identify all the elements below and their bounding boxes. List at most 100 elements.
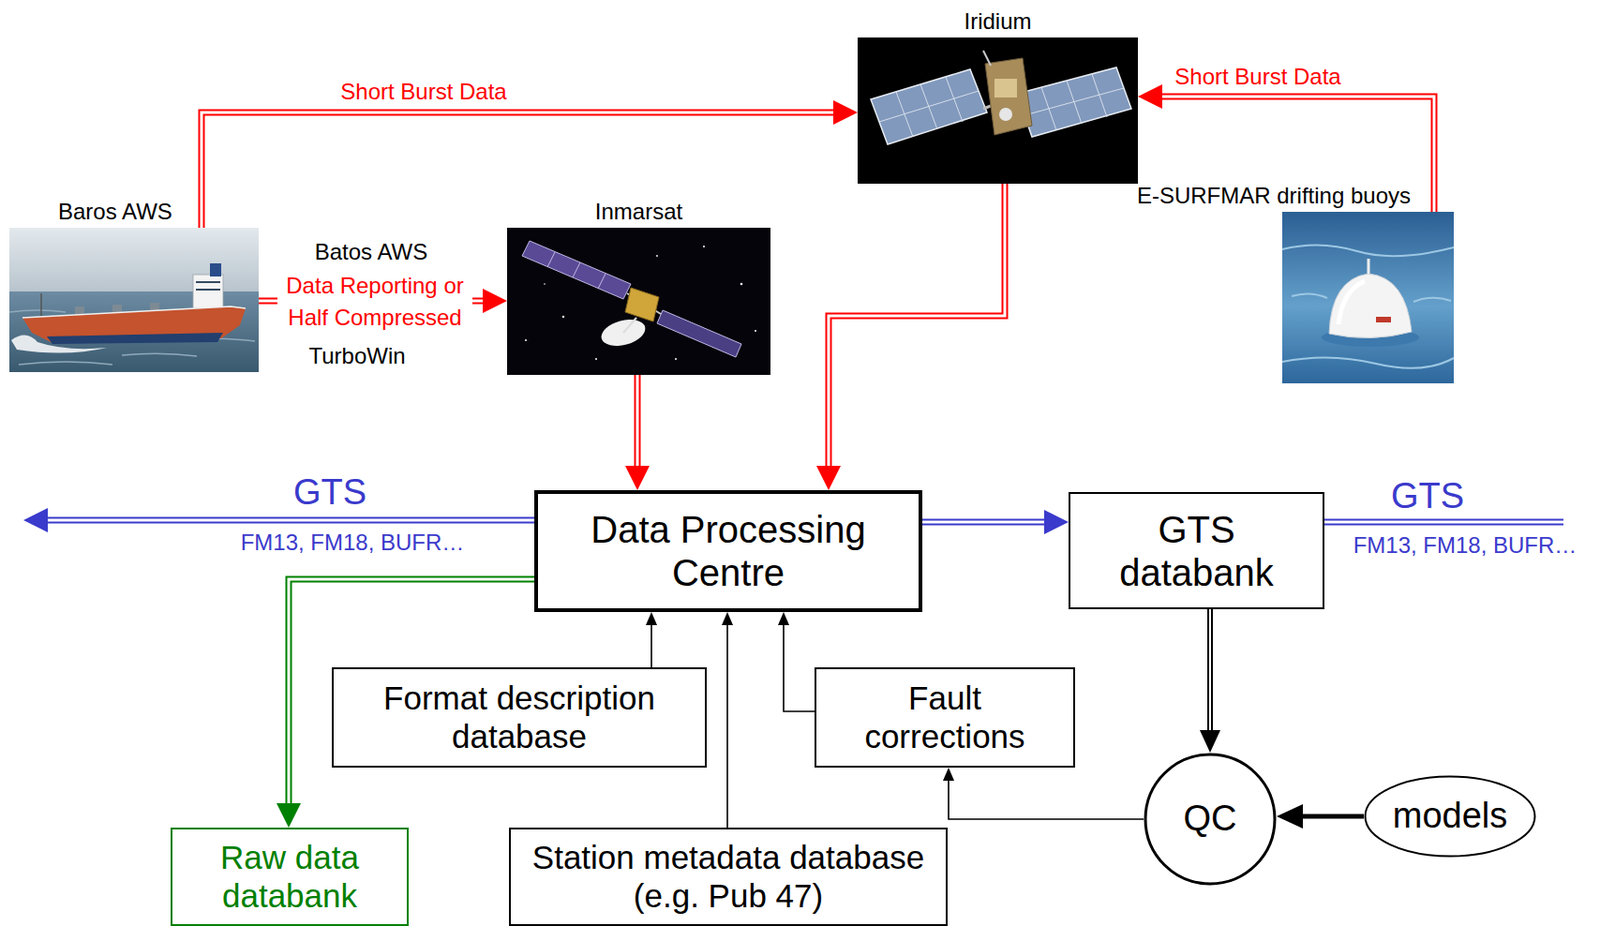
connector — [942, 767, 1144, 820]
bow-wake — [11, 334, 107, 353]
connector-gap — [1209, 609, 1212, 734]
arrowhead — [942, 767, 955, 781]
connector — [721, 612, 733, 828]
photo-caption: Baros AWS — [58, 195, 173, 228]
star — [524, 339, 527, 342]
database-box: Raw data databank — [170, 827, 409, 926]
water — [1282, 211, 1454, 384]
panel-grid — [879, 76, 979, 137]
satellite-body — [985, 58, 1032, 135]
arrowhead — [833, 100, 858, 125]
drifting-buoy-photo — [1282, 211, 1454, 384]
hull-stripe — [46, 332, 224, 344]
arrowhead — [482, 288, 508, 314]
photo-caption: Inmarsat — [507, 195, 771, 228]
photo-caption: E-SURFMAR drifting buoys — [1136, 179, 1411, 212]
waves — [1282, 244, 1454, 368]
box-label: Data Processing Centre — [547, 508, 910, 595]
funnel — [209, 263, 222, 277]
arrowhead — [23, 508, 48, 533]
edge-label: Short Burst Data — [1172, 63, 1343, 91]
box-label: GTS databank — [1079, 508, 1314, 595]
connector — [645, 612, 658, 668]
space-background — [857, 37, 1138, 184]
format-list: FM13, FM18, BUFR… — [1353, 532, 1578, 560]
photo-frame — [857, 37, 1138, 184]
solar-panel — [657, 310, 742, 358]
connector-line — [1299, 814, 1364, 820]
box-label: Fault corrections — [825, 679, 1064, 756]
panel-grid — [547, 252, 606, 289]
deck-equipment — [74, 306, 85, 315]
edge-label: Data Reporting or Half Compressed — [277, 269, 473, 334]
antenna-block — [994, 78, 1017, 98]
database-box: Station metadata database (e.g. Pub 47) — [508, 827, 948, 926]
antenna-mast — [983, 50, 991, 66]
photo-caption: Iridium — [857, 5, 1138, 38]
connector-gap — [828, 183, 1005, 470]
superstructure — [193, 274, 224, 309]
arrowhead — [1137, 84, 1163, 109]
star — [754, 329, 757, 332]
shape-label: models — [1392, 795, 1509, 838]
antenna-dish — [999, 107, 1013, 121]
oval-border — [1365, 777, 1536, 857]
deck-edge — [22, 306, 246, 318]
arrowhead — [625, 465, 650, 491]
edge-label: Short Burst Data — [338, 78, 509, 106]
photo-frame — [1282, 211, 1454, 384]
connector — [1199, 609, 1221, 753]
network-name: GTS — [293, 471, 367, 515]
satellite-photo-node: Inmarsat — [507, 195, 771, 375]
oval-border — [1145, 754, 1275, 884]
ship-photo-node: Baros AWS — [9, 195, 259, 373]
arrowhead — [645, 612, 658, 626]
link-note: Batos AWS — [314, 239, 429, 267]
ship-photo — [9, 227, 259, 373]
double-line — [45, 517, 563, 524]
connector-line — [922, 519, 1048, 526]
space-background — [507, 227, 771, 375]
panel-grid — [1024, 74, 1124, 131]
iridium-satellite-photo — [857, 37, 1138, 184]
database-box: GTS databank — [1068, 492, 1325, 610]
inmarsat-satellite-photo — [507, 227, 771, 375]
connector — [1276, 804, 1364, 829]
gts-outgoing-arrow — [23, 508, 563, 533]
connector — [625, 374, 650, 491]
star — [562, 315, 565, 318]
photo-frame — [9, 227, 259, 373]
connector-line — [783, 623, 815, 712]
solar-panel — [1016, 67, 1132, 137]
connector-gap — [922, 521, 1048, 524]
satellite-body — [625, 287, 659, 322]
star — [656, 254, 658, 257]
dish-feed — [623, 317, 637, 333]
box-label: Station metadata database (e.g. Pub 47) — [520, 838, 937, 915]
photo-frame — [507, 227, 771, 375]
connector — [201, 100, 858, 228]
network-name: GTS — [1390, 475, 1465, 519]
star — [595, 358, 598, 360]
double-line-gap — [45, 519, 563, 523]
box-label: Raw data databank — [181, 838, 398, 915]
connector — [816, 183, 1005, 491]
connector — [777, 612, 815, 712]
process-box: Fault corrections — [814, 667, 1076, 768]
buoy-hull — [1329, 273, 1412, 339]
connector — [922, 509, 1069, 535]
arrowhead — [276, 803, 301, 828]
connector-line — [634, 374, 642, 470]
connector-gap — [201, 112, 838, 228]
arrowhead — [1044, 509, 1069, 535]
connector-line — [828, 183, 1005, 470]
arrowhead — [1276, 804, 1303, 829]
connector-line — [948, 778, 1144, 820]
buoy-antenna — [1367, 258, 1371, 274]
connector-line — [1207, 609, 1213, 734]
format-list: FM13, FM18, BUFR… — [240, 529, 465, 557]
connector-line — [650, 623, 653, 668]
